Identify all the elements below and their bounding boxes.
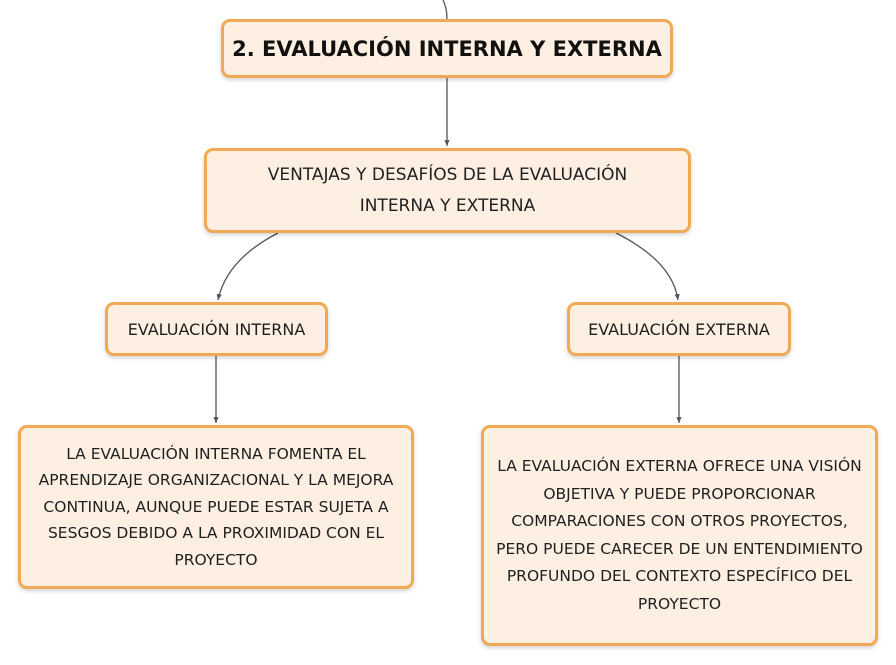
external-evaluation-detail-node[interactable]: LA EVALUACIÓN EXTERNA OFRECE UNA VISIÓN …	[481, 425, 878, 646]
internal-evaluation-node[interactable]: EVALUACIÓN INTERNA	[105, 302, 328, 356]
internal-evaluation-label: EVALUACIÓN INTERNA	[127, 319, 306, 339]
external-evaluation-node[interactable]: EVALUACIÓN EXTERNA	[567, 302, 791, 356]
connector-incoming	[442, 0, 448, 20]
root-node[interactable]: 2. EVALUACIÓN INTERNA Y EXTERNA	[221, 19, 673, 78]
topic-node[interactable]: VENTAJAS Y DESAFÍOS DE LA EVALUACIÓN INT…	[204, 148, 691, 233]
external-evaluation-label: EVALUACIÓN EXTERNA	[588, 319, 770, 339]
internal-evaluation-detail-node[interactable]: LA EVALUACIÓN INTERNA FOMENTA EL APRENDI…	[18, 425, 414, 589]
external-evaluation-detail-text: LA EVALUACIÓN EXTERNA OFRECE UNA VISIÓN …	[496, 457, 863, 613]
internal-evaluation-detail-text: LA EVALUACIÓN INTERNA FOMENTA EL APRENDI…	[38, 444, 394, 569]
connector-topic-to-internal	[216, 232, 279, 301]
root-node-label: 2. EVALUACIÓN INTERNA Y EXTERNA	[232, 36, 662, 61]
topic-node-label: VENTAJAS Y DESAFÍOS DE LA EVALUACIÓN INT…	[267, 164, 628, 216]
connector-topic-to-external	[615, 232, 680, 301]
